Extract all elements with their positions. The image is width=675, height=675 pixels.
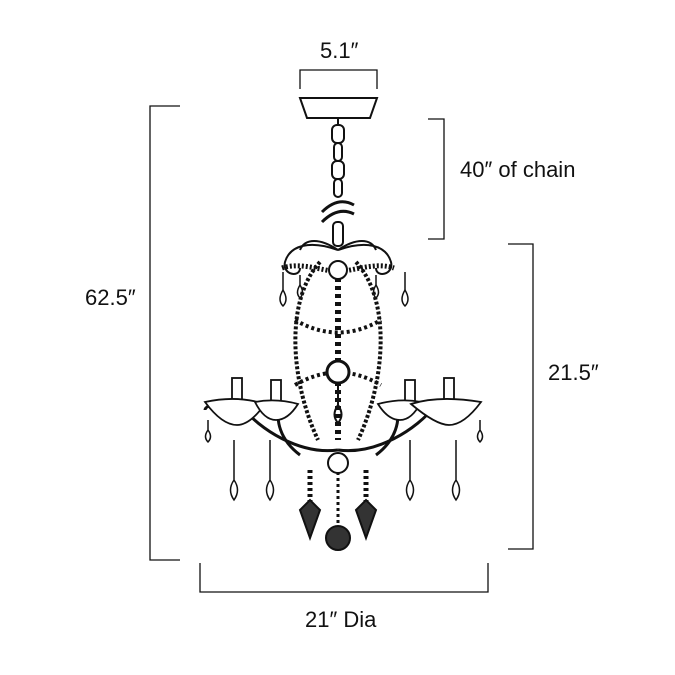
canopy-width-label: 5.1″ — [320, 38, 359, 63]
canopy-width-bracket — [299, 69, 378, 89]
overall-height-label: 62.5″ — [85, 285, 136, 310]
chandelier-illustration — [203, 97, 484, 551]
chain-length-label: 40″ of chain — [460, 157, 576, 182]
diameter-bracket — [199, 563, 489, 593]
body-height-label: 21.5″ — [548, 360, 599, 385]
diameter-label: 21″ Dia — [305, 607, 377, 632]
chain-length-bracket — [428, 118, 445, 240]
body-height-bracket — [508, 243, 534, 550]
overall-height-bracket — [149, 105, 180, 561]
